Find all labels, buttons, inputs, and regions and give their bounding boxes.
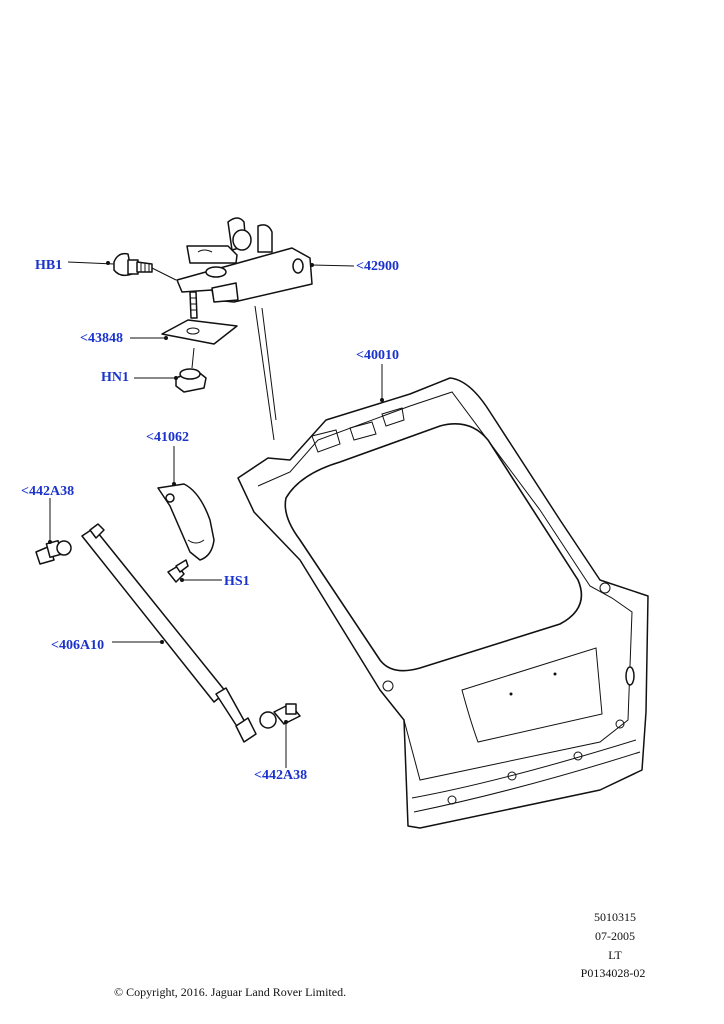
- tailgate-panel: [237, 377, 649, 829]
- copyright-notice: © Copyright, 2016. Jaguar Land Rover Lim…: [114, 985, 347, 999]
- bracket-screw: [167, 559, 189, 583]
- drawing-region: LT: [608, 948, 622, 962]
- hinge-nut: [175, 368, 207, 393]
- callout-40010[interactable]: <40010: [356, 348, 399, 363]
- drawing-number: P0134028-02: [580, 966, 646, 980]
- ball-stud-bottom: [259, 703, 301, 729]
- hinge-shim: [161, 319, 238, 345]
- hinge-bolt: [113, 252, 153, 277]
- callout-442a38-top[interactable]: <442A38: [21, 484, 75, 499]
- callout-43848[interactable]: <43848: [80, 331, 123, 346]
- gas-strut: [81, 523, 257, 743]
- callout-41062[interactable]: <41062: [146, 430, 189, 445]
- tailgate-hinge: [176, 217, 313, 319]
- ball-stud-top: [35, 539, 72, 565]
- shim-hole: [186, 327, 200, 335]
- callout-42900[interactable]: <42900: [356, 259, 399, 274]
- callout-hs1[interactable]: HS1: [224, 574, 250, 589]
- rear-window: [284, 423, 583, 672]
- callout-442a38-bottom[interactable]: <442A38: [254, 768, 308, 783]
- callout-406a10[interactable]: <406A10: [51, 638, 105, 653]
- strut-bracket: [157, 483, 215, 561]
- callout-hb1[interactable]: HB1: [35, 258, 63, 273]
- drawing-code: 5010315: [594, 910, 636, 924]
- callout-hn1[interactable]: HN1: [101, 370, 129, 385]
- drawing-date: 07-2005: [595, 929, 635, 943]
- leader-lines: [48, 261, 384, 768]
